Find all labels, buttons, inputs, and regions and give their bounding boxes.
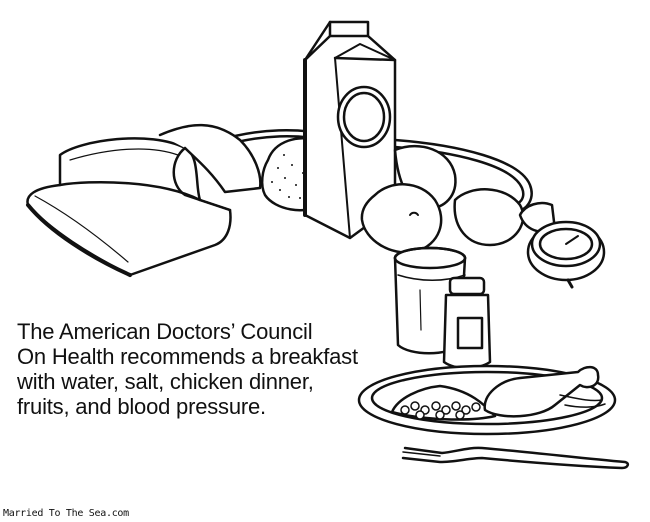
milk-carton [303, 20, 397, 240]
caption-line: with water, salt, chicken dinner, [17, 369, 314, 394]
pressure-gauge [518, 201, 606, 289]
chicken-plate [357, 364, 617, 436]
caption-line: On Health recommends a breakfast [17, 344, 358, 369]
caption-line: The American Doctors’ Council [17, 319, 313, 344]
salt-bottle [442, 276, 492, 370]
caption-line: fruits, and blood pressure. [17, 394, 266, 419]
fork [401, 446, 630, 470]
folded-cuff [26, 123, 262, 277]
site-credit: Married To The Sea.com [3, 508, 129, 519]
caption: The American Doctors’ Council On Health … [17, 319, 397, 419]
fruits [360, 145, 525, 254]
